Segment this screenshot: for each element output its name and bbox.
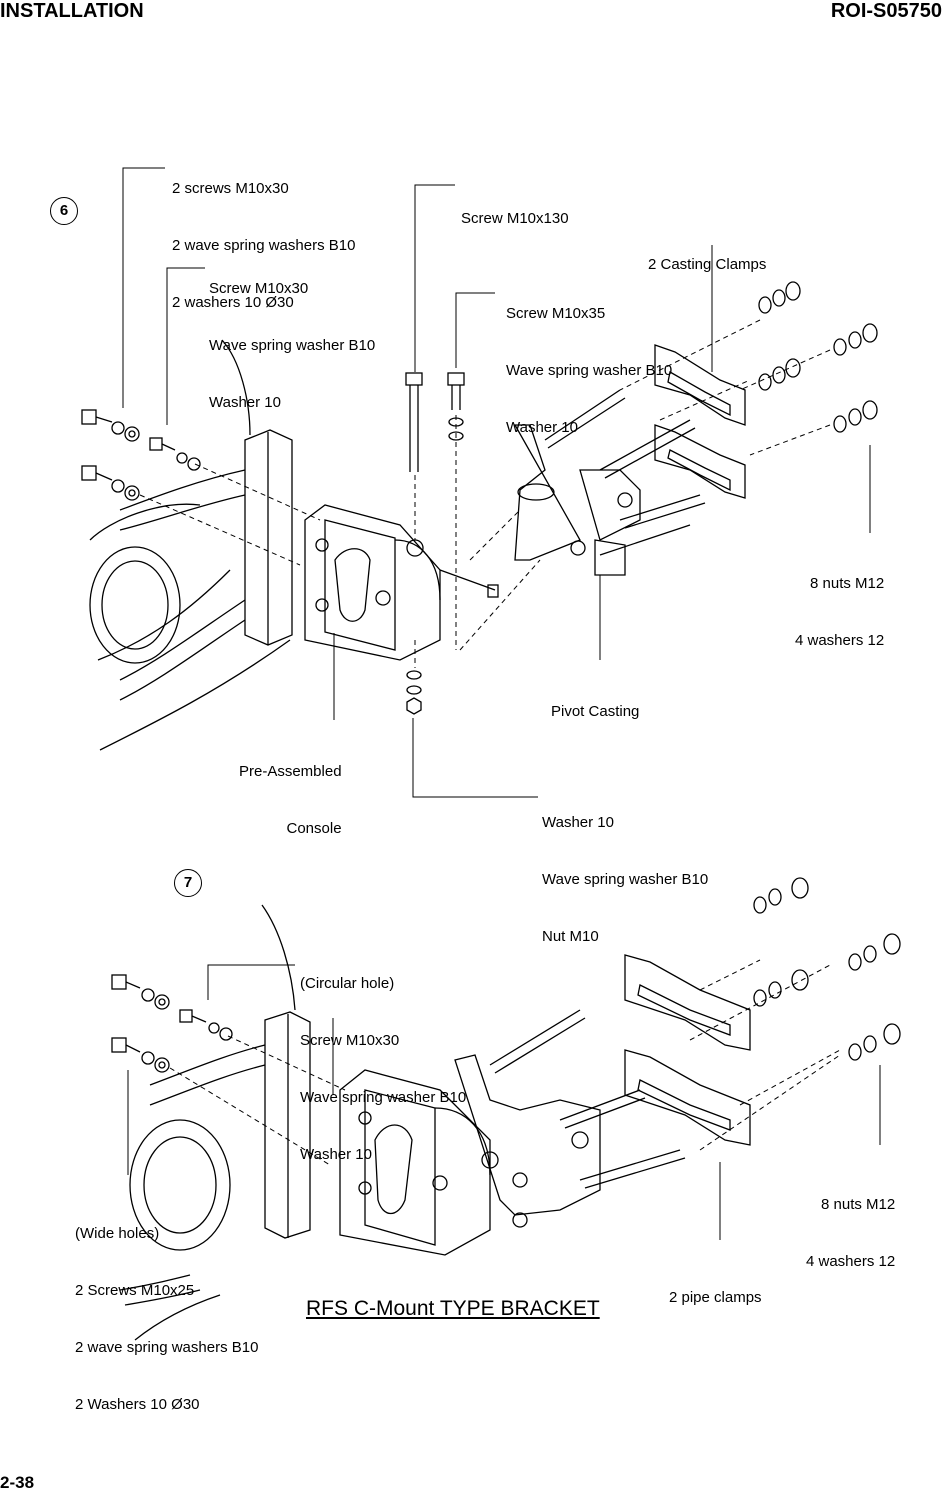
fig7-wheel [119, 904, 296, 1341]
fig7-arm-plate [149, 1011, 311, 1239]
fig7-pipe-clamps [624, 954, 751, 1146]
fig6-console [304, 504, 499, 661]
fig6-pivot-casting [513, 389, 706, 576]
label-screw-m10x35: Screw M10x35 Wave spring washer B10 Wash… [506, 305, 673, 436]
fig7-dashed-lines [169, 959, 841, 1166]
step-number-6: 6 [50, 197, 78, 225]
step-number-7: 7 [174, 869, 202, 897]
label-nuts-m12-fig6: 8 nuts M12 4 washers 12 [795, 575, 885, 649]
fig6-nuts [758, 281, 878, 433]
document-id: ROI-S05750 [830, 0, 942, 22]
label-pipe-clamps: 2 pipe clamps [669, 1289, 762, 1306]
label-pre-assembled-console: Pre-Assembled Console [239, 763, 342, 837]
fig6-left-bolts [81, 409, 201, 501]
fig6-vertical-screws [405, 372, 465, 715]
fig6-wheel [89, 339, 291, 751]
fig7-nuts [753, 877, 901, 1061]
label-wide-holes: (Wide holes) 2 Screws M10x25 2 wave spri… [75, 1225, 259, 1413]
section-title: INSTALLATION [0, 0, 144, 22]
figure-caption: RFS C-Mount TYPE BRACKET [306, 1297, 600, 1320]
label-nuts-m12-fig7: 8 nuts M12 4 washers 12 [806, 1196, 896, 1270]
label-circular-hole: (Circular hole) Screw M10x30 Wave spring… [300, 975, 467, 1163]
label-screw-m10x30: Screw M10x30 Wave spring washer B10 Wash… [209, 280, 376, 411]
label-nut-m10: Washer 10 Wave spring washer B10 Nut M10 [542, 814, 709, 945]
fig7-leaders [127, 964, 881, 1240]
label-pivot-casting: Pivot Casting [551, 703, 640, 720]
fig6-casting-clamps [654, 344, 746, 499]
label-casting-clamps: 2 Casting Clamps [648, 256, 767, 273]
label-screws-top: 2 screws M10x30 2 wave spring washers B1… [172, 180, 356, 311]
fig6-leaders [122, 167, 871, 798]
page-number: 2-38 [0, 1473, 35, 1492]
fig7-console [339, 1069, 499, 1256]
fig6-arm-plate [119, 429, 293, 701]
label-screw-m10x130: Screw M10x130 [461, 210, 569, 227]
fig7-left-bolts [111, 974, 233, 1073]
